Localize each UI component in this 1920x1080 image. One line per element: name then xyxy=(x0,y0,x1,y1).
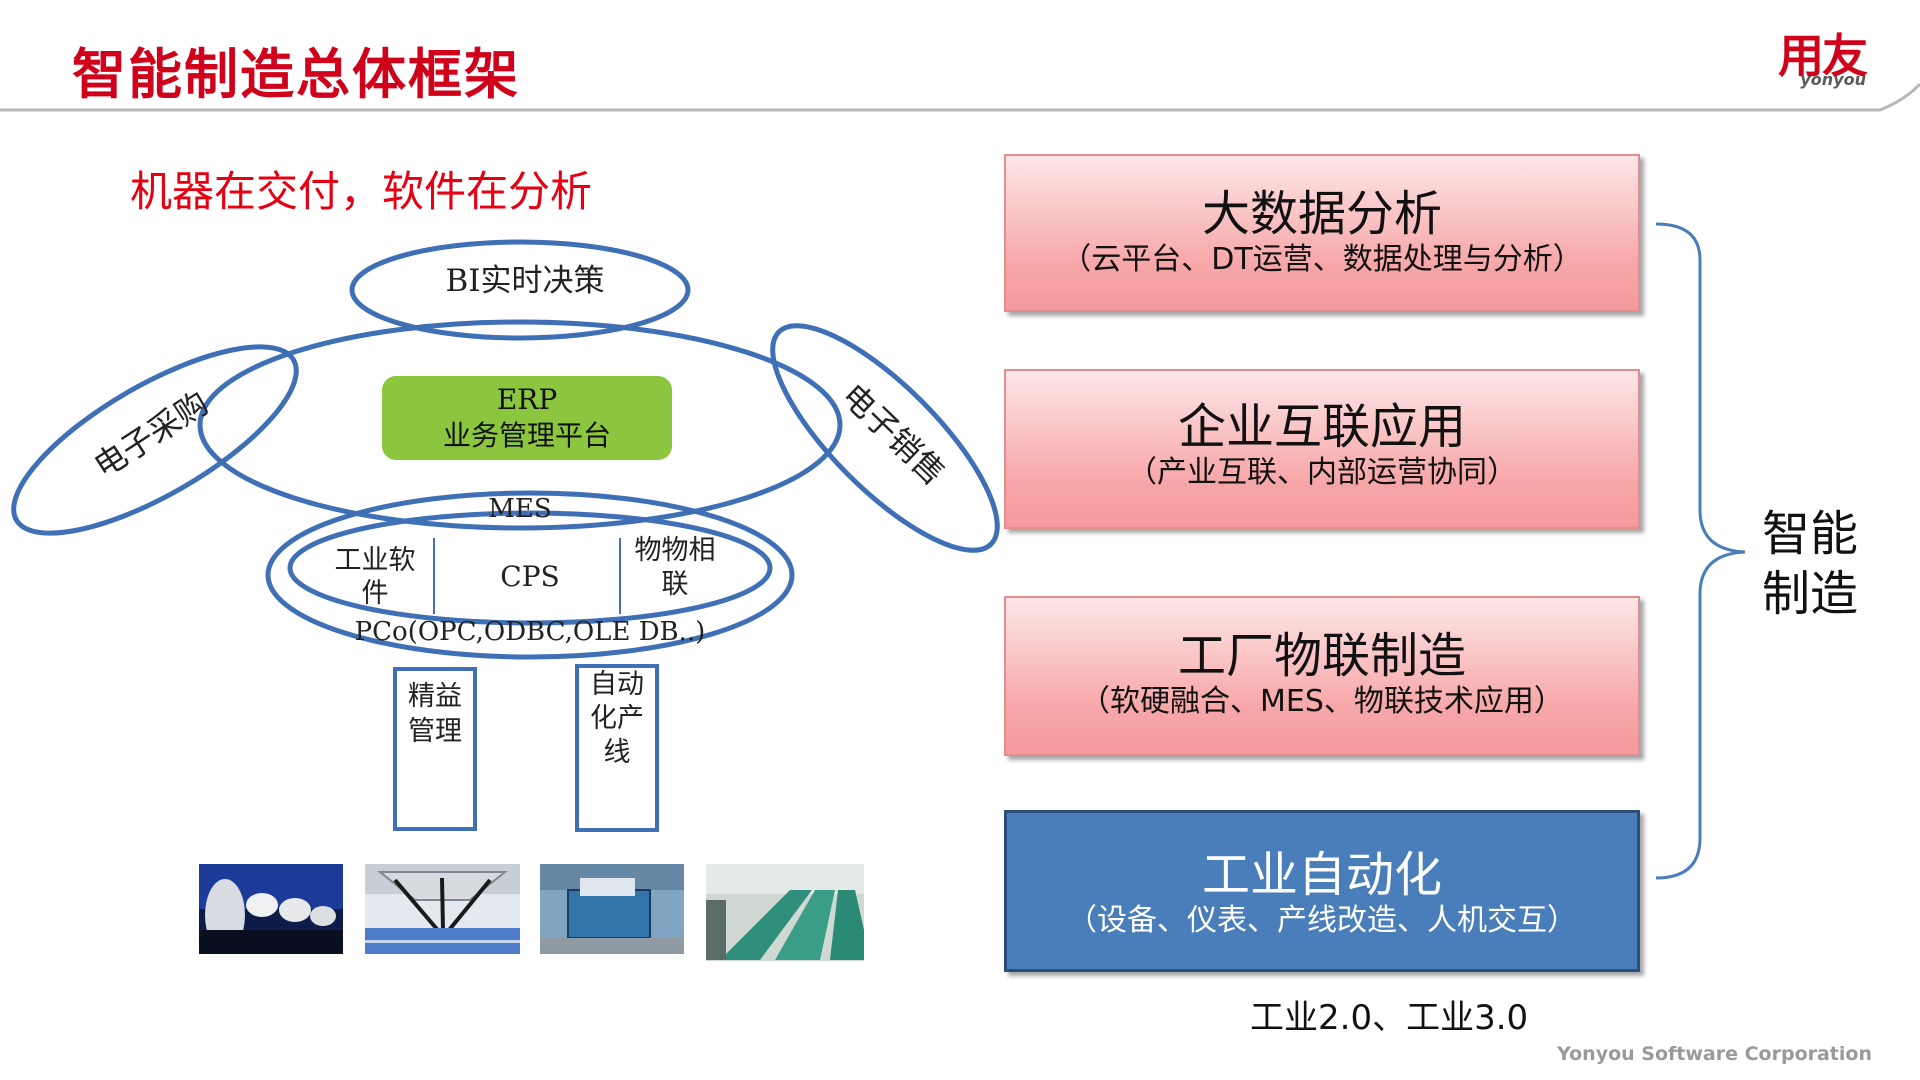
iot-label: 物物相联 xyxy=(634,535,716,600)
slide-title: 智能制造总体框架 xyxy=(72,43,520,106)
lean-management-box: 精益管理 xyxy=(393,667,477,831)
layer-title: 工业自动化 xyxy=(1201,847,1442,903)
layer-subtitle: （云平台、DT运营、数据处理与分析） xyxy=(1061,242,1583,277)
yonyou-logo-wordmark: yonyou xyxy=(1800,70,1866,89)
machine-tool-photo xyxy=(540,864,684,954)
cps-outer-oval xyxy=(265,490,795,660)
layer-factory-iot: 工厂物联制造 （软硬融合、MES、物联技术应用） xyxy=(1004,596,1640,756)
purchase-oval xyxy=(11,344,299,536)
layer-title: 大数据分析 xyxy=(1201,186,1442,242)
pco-label: PCo(OPC,ODBC,OLE DB..) xyxy=(354,617,706,647)
footer-corporation: Yonyou Software Corporation xyxy=(1557,1043,1872,1065)
mes-label: MES xyxy=(488,494,552,524)
industry-stage-label: 工业2.0、工业3.0 xyxy=(1250,998,1529,1038)
cps-inner-oval xyxy=(287,510,773,626)
layer-subtitle: （软硬融合、MES、物联技术应用） xyxy=(1080,684,1564,719)
sales-oval xyxy=(770,323,1000,553)
cps-label: CPS xyxy=(500,560,560,593)
robot-arm-photo xyxy=(199,864,343,954)
bi-oval xyxy=(349,239,691,341)
smart-manufacturing-label: 智能制造 xyxy=(1762,506,1859,622)
erp-label: ERP xyxy=(496,383,558,416)
erp-oval xyxy=(197,319,843,531)
layer-title: 工厂物联制造 xyxy=(1177,628,1466,684)
layer-subtitle: （设备、仪表、产线改造、人机交互） xyxy=(1067,903,1577,938)
header-divider xyxy=(0,82,1920,112)
automation-line-box: 自动化产线 xyxy=(575,664,659,832)
layer-big-data: 大数据分析 （云平台、DT运营、数据处理与分析） xyxy=(1004,154,1640,312)
smart-manufacturing-bracket xyxy=(1655,222,1746,880)
production-line-photo xyxy=(706,864,864,961)
layer-subtitle: （产业互联、内部运营协同） xyxy=(1127,455,1517,490)
erp-platform-label: 业务管理平台 xyxy=(442,419,611,452)
layer-enterprise-interconnect: 企业互联应用 （产业互联、内部运营协同） xyxy=(1004,369,1640,529)
layer-industrial-automation: 工业自动化 （设备、仪表、产线改造、人机交互） xyxy=(1004,810,1640,972)
bi-decision-label: BI实时决策 xyxy=(445,263,605,299)
erp-platform-box: ERP 业务管理平台 xyxy=(382,376,672,460)
yonyou-logo: 用友 xyxy=(1778,29,1868,83)
tagline: 机器在交付，软件在分析 xyxy=(130,167,593,216)
layer-title: 企业互联应用 xyxy=(1177,399,1466,455)
industrial-software-label: 工业软件 xyxy=(334,545,416,609)
delta-robot-photo xyxy=(365,864,520,954)
